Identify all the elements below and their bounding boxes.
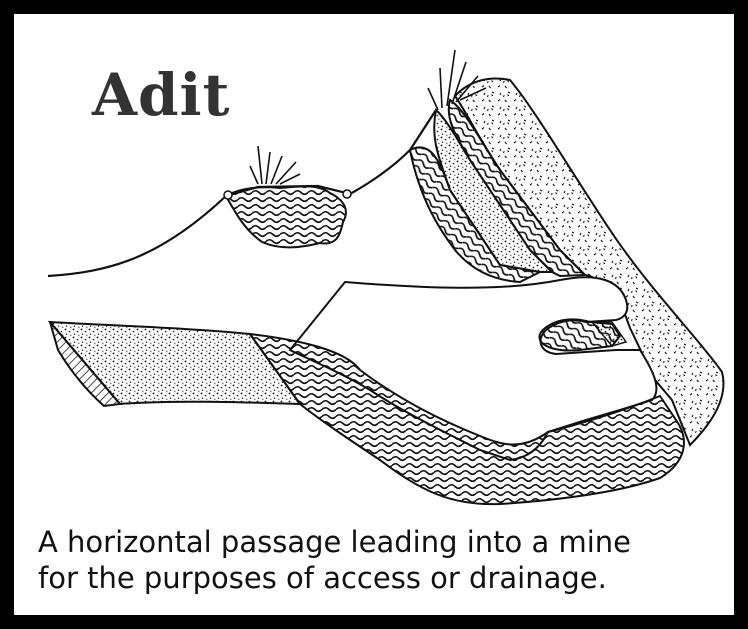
outcrop-rock: [226, 186, 346, 247]
caption: A horizontal passage leading into a mine…: [38, 524, 728, 596]
caption-line-2: for the purposes of access or drainage.: [38, 560, 728, 596]
grass-tuft-left: [250, 146, 300, 184]
stratum-left-dotted: [50, 322, 300, 404]
caption-line-1: A horizontal passage leading into a mine: [38, 524, 728, 560]
